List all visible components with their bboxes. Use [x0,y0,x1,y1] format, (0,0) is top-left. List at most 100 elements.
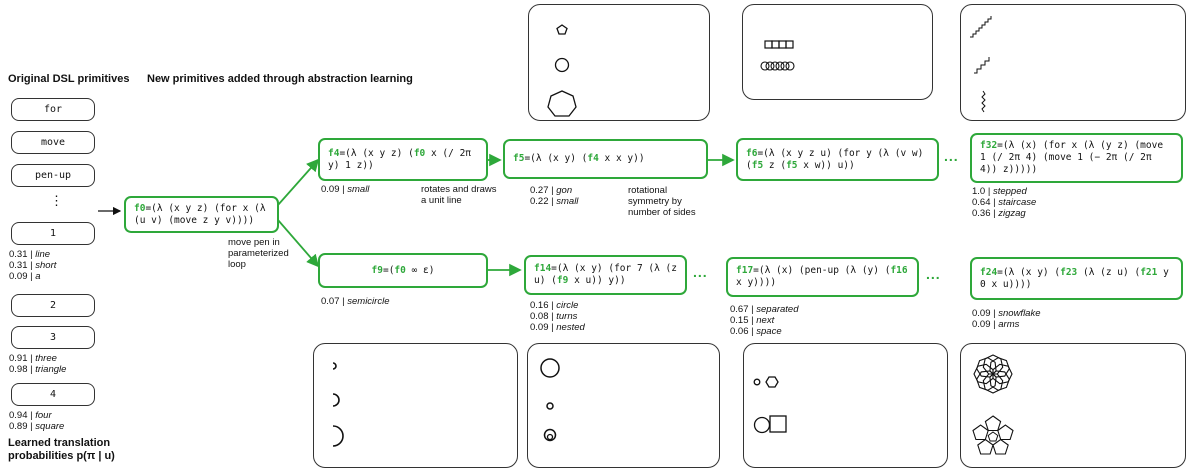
f14-def-a: =(λ (x y) (for 7 (λ (z u) ( [534,263,678,286]
prob-row: 0.31 | short [9,260,57,271]
five-gon-shape [556,24,568,35]
f5-prob-row: 0.27 | gon [530,185,573,196]
f24-prob-row: 0.09 | snowflake [972,308,1041,319]
example-box-stairs [960,4,1186,121]
node-f24: f24=(λ (x y) (f23 (λ (z u) (f21 y 0 x u)… [970,257,1183,300]
f4-def-b: x (/ 2π y) 1 z)) [328,147,472,171]
medium-semicircle-shape [332,393,340,407]
f4-def-a: =(λ (x y z) ( [339,147,414,159]
f5-name: f5 [513,153,525,164]
row-of-squares-shape [764,40,794,49]
f24-name: f24 [980,266,998,278]
f17-name: f17 [736,265,754,276]
f0-note: move pen in parameterized loop [228,237,289,270]
f9-def-a: =( [382,264,395,276]
f14-prob-row: 0.09 | nested [530,322,585,333]
seven-step-staircase-shape [970,16,992,38]
f14-def-b: x u)) y)) [568,275,626,286]
big-semicircle-shape [332,425,344,447]
f9-probs: 0.07 | semicircle [321,296,389,307]
primitive-pen-up: pen-up [11,164,95,187]
f17-prob-row: 0.06 | space [730,326,782,337]
node-f0: f0=(λ (x y z) (for x (λ (u v) (move z y … [124,196,279,233]
snowflake-arm-shape [989,357,1010,378]
next-to-drawings [753,376,787,434]
f24-def-c: y 0 x u)))) [980,266,1169,290]
arrow-f0-to-f4 [277,158,320,206]
row-of-five-gons-shape [760,61,795,71]
primitive-move: move [11,131,95,154]
f14-prob-row: 0.08 | turns [530,311,578,322]
f24-ref-f21: f21 [1140,266,1158,278]
f32-def: =(λ (x) (for x (λ (y z) (move 1 (/ 2π 4)… [980,140,1164,175]
small-semicircle-shape [332,362,337,370]
f5-note: rotational symmetry by number of sides [628,185,696,218]
snowflake-arm-shape [977,438,994,455]
primitive-1: 1 [11,222,95,245]
small-circle-next-shape [753,378,761,386]
f17-ref-f16: f16 [890,265,908,276]
f6-def-b: z ( [763,159,787,171]
primitive-2: 2 [11,294,95,317]
example-box-snowflakes [960,343,1186,468]
nested-circles-inner-shape [546,433,554,441]
f32-prob-row: 0.64 | staircase [972,197,1037,208]
f24-def-b: (λ (z u) ( [1077,266,1141,278]
f6-name: f6 [746,147,758,159]
node-f17: f17=(λ (x) (pen-up (λ (y) (f16 x y)))) [726,257,919,297]
f24-prob-row: 0.09 | arms [972,319,1020,330]
prob-row: 0.94 | four [9,410,52,421]
ellipsis-f6-f32: ... [944,148,959,164]
prob-row: 0.91 | three [9,353,57,364]
node-f5: f5=(λ (x y) (f4 x x y)) [503,139,708,179]
heading-original-primitives: Original DSL primitives [8,73,130,85]
example-box-semicircles [313,343,518,468]
big-circle-shape [540,358,560,378]
f6-def-a: =(λ (x y z u) (for y (λ (v w) ( [746,147,924,171]
f32-prob-row: 1.0 | stepped [972,186,1027,197]
gon-drawings [547,24,577,117]
snowflake-arm-shape [997,424,1014,441]
snowflake-arm-shape [992,438,1009,455]
example-box-gons [528,4,710,121]
f0-name: f0 [134,202,146,214]
node-f4: f4=(λ (x y z) (f0 x (/ 2π y) 1 z)) [318,138,488,181]
f6-def-c: x w)) u)) [797,159,855,171]
f17-prob-row: 0.15 | next [730,315,775,326]
heading-new-primitives: New primitives added through abstraction… [147,73,413,85]
node-f32: f32=(λ (x) (for x (λ (y z) (move 1 (/ 2π… [970,133,1183,183]
row-drawings [760,40,795,71]
f5-def-a: =(λ (x y) ( [524,153,588,164]
nine-gon-shape [554,57,570,73]
snowflake-arm-shape [972,424,989,441]
snowflake-center-shape [987,431,999,442]
f4-ref-f0: f0 [413,147,426,159]
example-box-circles [527,343,720,468]
nine-gon-next-shape [753,416,771,434]
f24-ref-f23: f23 [1060,266,1078,278]
f9-def-b: ∞ ε) [405,264,435,276]
zigzag-shape [981,90,986,113]
f4-probs: 0.09 | small [321,184,369,195]
arrow-f0-to-f9 [277,219,320,268]
snowflake-drawings [972,354,1014,455]
f6-ref-f5b: f5 [786,159,798,171]
f4-prob-row: 0.09 | small [321,184,370,195]
f5-ref-f4: f4 [587,153,599,164]
primitive-3: 3 [11,326,95,349]
node-f9: f9=(f0 ∞ ε) [318,253,488,288]
f6-ref-f5a: f5 [751,159,764,171]
f32-prob-row: 0.36 | zigzag [972,208,1026,219]
f32-name: f32 [980,140,998,151]
four-step-staircase-shape [974,57,990,74]
f9-ref-f0: f0 [394,264,406,276]
prob-row: 0.09 | a [9,271,41,282]
